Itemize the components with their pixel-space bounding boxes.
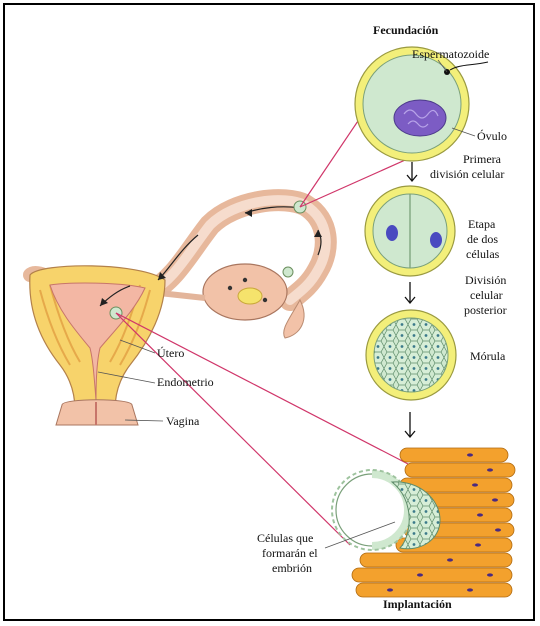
label-celulas-3: embrión — [272, 561, 312, 575]
label-etapa-2: de dos — [467, 232, 498, 246]
label-division-2: celular — [470, 288, 503, 302]
label-division-1: División — [465, 273, 506, 287]
stage-arrow — [407, 162, 417, 181]
morula-stage — [366, 310, 456, 400]
label-etapa-3: células — [466, 247, 500, 261]
stage-arrow — [405, 412, 415, 437]
label-espermatozoide: Espermatozoide — [412, 47, 489, 61]
label-primera-2: división celular — [430, 167, 504, 181]
label-ovulo: Óvulo — [477, 129, 507, 143]
label-celulas-1: Células que — [257, 531, 313, 545]
label-division-3: posterior — [464, 303, 507, 317]
label-fecundacion: Fecundación — [373, 23, 439, 37]
fertilization-stage — [355, 47, 488, 161]
label-primera-1: Primera — [463, 152, 502, 166]
reproductive-tract — [30, 200, 326, 425]
label-utero: Útero — [157, 346, 184, 360]
label-endometrio: Endometrio — [157, 375, 214, 389]
label-vagina: Vagina — [166, 414, 200, 428]
label-morula: Mórula — [470, 349, 506, 363]
label-implantacion: Implantación — [383, 597, 452, 611]
stage-arrow — [405, 282, 415, 303]
label-celulas-2: formarán el — [262, 546, 318, 560]
implantation-stage — [332, 448, 515, 597]
label-etapa-1: Etapa — [468, 217, 496, 231]
two-cell-stage — [365, 186, 455, 276]
